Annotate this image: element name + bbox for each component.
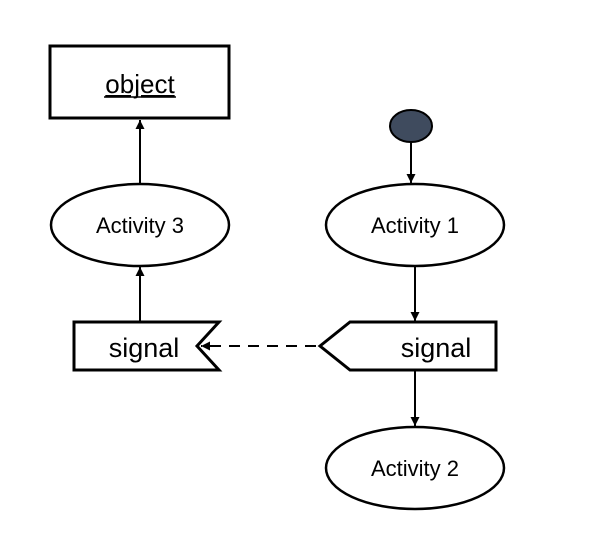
activity-2-label: Activity 2: [371, 456, 459, 481]
accept-signal-shape: [72, 320, 223, 372]
initial-node: [389, 109, 433, 143]
activity-1-node: Activity 1: [324, 182, 506, 268]
accept-signal-label: signal: [109, 333, 180, 363]
activity-2-node: Activity 2: [324, 425, 506, 511]
activity-3-label: Activity 3: [96, 213, 184, 238]
object-node: object: [48, 44, 231, 120]
activity-2-ellipse: [324, 425, 506, 511]
accept-signal-node: signal: [72, 320, 223, 372]
object-box: [48, 44, 231, 120]
send-signal-shape: [317, 320, 498, 372]
send-signal-node: signal: [317, 320, 498, 372]
activity-1-label: Activity 1: [371, 213, 459, 238]
send-signal-label: signal: [401, 333, 472, 363]
activity-3-node: Activity 3: [49, 182, 231, 268]
object-label: object: [105, 69, 175, 99]
